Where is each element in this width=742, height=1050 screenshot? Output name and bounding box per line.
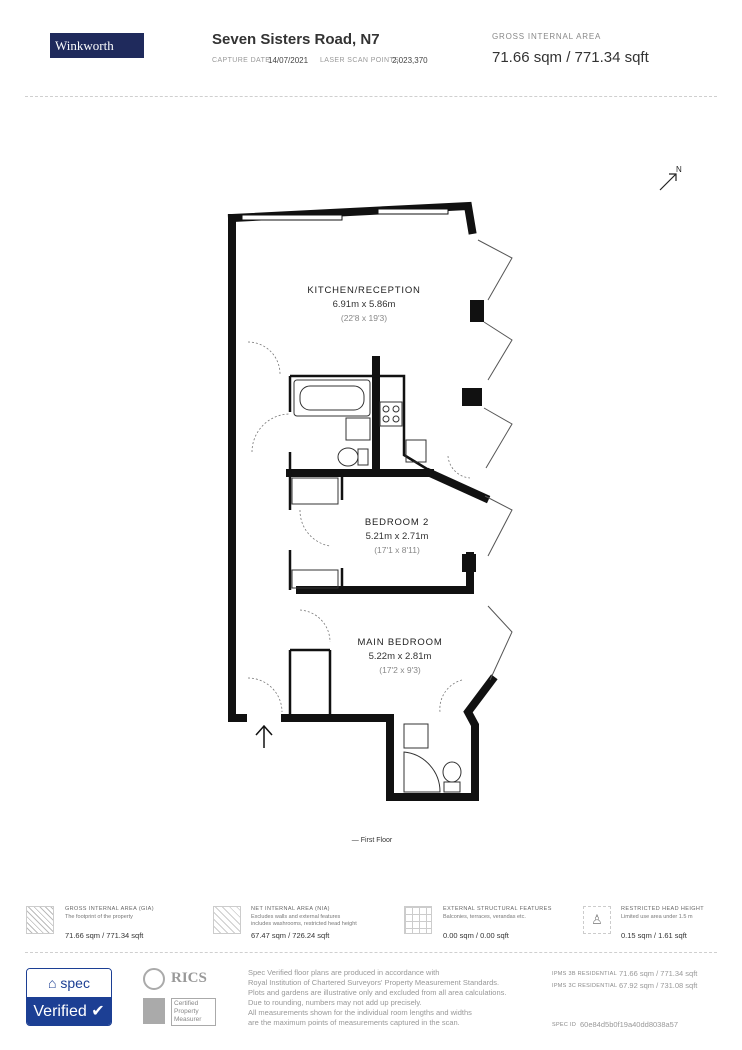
gia-hatch-icon: [26, 906, 54, 934]
scan-points: 2,023,370: [392, 56, 428, 65]
rics-label: RICS: [171, 970, 207, 986]
room-3-name: MAIN BEDROOM: [357, 637, 442, 648]
legend-2-title: NET INTERNAL AREA (NIA): [251, 906, 330, 912]
legend-2-value: 67.47 sqm / 726.24 sqft: [251, 931, 330, 940]
rics-badge-icon: [143, 998, 165, 1024]
legend-3-desc: Balconies, terraces, verandas etc.: [443, 914, 526, 920]
fixtures: [291, 379, 462, 793]
room-3-metric: 5.22m x 2.81m: [369, 651, 432, 662]
rics-logo: RICS Certified Property Measurer: [143, 968, 218, 1028]
interior-walls: [288, 374, 433, 718]
ipms3c-value: 67.92 sqm / 731.08 sqft: [619, 981, 698, 990]
legend-1-desc: The footprint of the property: [65, 914, 133, 920]
property-address: Seven Sisters Road, N7: [212, 31, 380, 48]
floor-plan: N: [227, 165, 682, 844]
ipms3c-label: IPMS 3C RESIDENTIAL: [552, 983, 618, 989]
room-1-imperial: (22'8 x 19'3): [341, 313, 387, 323]
spec-id-label: SPEC ID: [552, 1022, 577, 1028]
legend-2-desc-2: includes washrooms, restricted head heig…: [251, 921, 357, 927]
external-grid-icon: [404, 906, 432, 934]
legend-1-title: GROSS INTERNAL AREA (GIA): [65, 906, 154, 912]
legend-4-value: 0.15 sqm / 1.61 sqft: [621, 931, 687, 940]
room-2-name: BEDROOM 2: [365, 517, 429, 528]
entrance-arrow-icon: [255, 724, 273, 748]
disclaimer: Spec Verified floor plans are produced i…: [248, 968, 507, 1027]
spec-verified-badge: ⌂ spec Verified ✔: [26, 968, 112, 1026]
footer-divider: [25, 952, 717, 953]
gia-label: GROSS INTERNAL AREA: [492, 32, 602, 41]
winkworth-logo: Winkworth: [50, 33, 144, 58]
windows: [241, 208, 449, 221]
legend-3-value: 0.00 sqm / 0.00 sqft: [443, 931, 509, 940]
nia-hatch-icon: [213, 906, 241, 934]
walls: [227, 201, 498, 801]
verified-label: Verified: [33, 1003, 87, 1020]
legend-1-value: 71.66 sqm / 771.34 sqft: [65, 931, 144, 940]
floor-label: — First Floor: [352, 837, 393, 844]
bay-windows: [477, 239, 513, 681]
capture-date: 14/07/2021: [268, 56, 309, 65]
head-height-person-icon: ♙: [583, 906, 611, 934]
ipms3b-value: 71.66 sqm / 771.34 sqft: [619, 969, 698, 978]
spec-label: spec: [60, 975, 90, 991]
room-1-name: KITCHEN/RECEPTION: [307, 285, 420, 296]
gia-value: 71.66 sqm / 771.34 sqft: [492, 49, 649, 66]
rics-cert-1: Certified: [174, 1000, 199, 1007]
legend-4-desc: Limited use area under 1.5 m: [621, 914, 693, 920]
compass-icon: N: [659, 165, 682, 191]
header-divider: [25, 96, 717, 97]
pillars: [462, 300, 484, 572]
room-labels: KITCHEN/RECEPTION 6.91m x 5.86m (22'8 x …: [307, 285, 442, 675]
door-swings: [247, 341, 471, 713]
room-2-metric: 5.21m x 2.71m: [366, 531, 429, 542]
legend-4-title: RESTRICTED HEAD HEIGHT: [621, 906, 705, 912]
ipms3b-label: IPMS 3B RESIDENTIAL: [552, 971, 617, 977]
legend-3-title: EXTERNAL STRUCTURAL FEATURES: [443, 906, 552, 912]
scan-points-label: LASER SCAN POINTS: [320, 57, 400, 64]
spec-id: 60e84d5b0f19a40dd8038a57: [580, 1020, 679, 1029]
room-2-imperial: (17'1 x 8'11): [374, 545, 420, 555]
room-3-imperial: (17'2 x 9'3): [379, 665, 421, 675]
compass-label: N: [676, 165, 682, 174]
rics-cert-2: Property: [174, 1008, 199, 1015]
rics-emblem-icon: [143, 968, 165, 990]
capture-date-label: CAPTURE DATE: [212, 57, 271, 64]
spec-house-icon: ⌂: [48, 975, 61, 991]
rics-cert-3: Measurer: [174, 1016, 202, 1023]
verified-check-icon: ✔: [86, 1003, 105, 1020]
legend-2-desc-1: Excludes walls and external features: [251, 914, 341, 920]
room-1-metric: 6.91m x 5.86m: [333, 299, 396, 310]
